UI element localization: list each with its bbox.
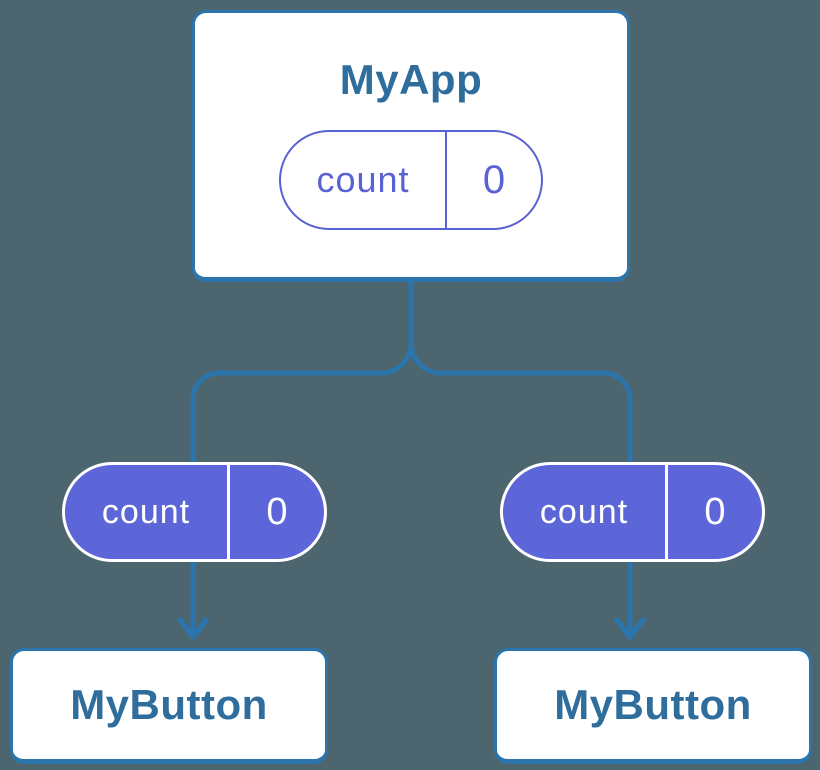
left-child-component-card: MyButton — [10, 648, 328, 764]
child-component-title: MyButton — [554, 681, 752, 728]
right-prop-pill: count 0 — [500, 462, 765, 562]
arrow-down-icon — [177, 617, 209, 640]
prop-name-label: count — [101, 492, 191, 531]
prop-value-label: 0 — [227, 465, 324, 559]
prop-name-label: count — [539, 492, 629, 531]
root-component-card: MyApp count 0 — [192, 10, 630, 282]
prop-name-label: count — [316, 159, 410, 200]
arrow-down-icon — [614, 617, 646, 640]
left-prop-pill: count 0 — [62, 462, 327, 562]
root-component-title: MyApp — [339, 56, 483, 103]
child-component-title: MyButton — [70, 681, 268, 728]
right-child-component-card: MyButton — [494, 648, 812, 764]
branch-right-line — [408, 340, 633, 634]
prop-value-label: 0 — [445, 132, 541, 228]
prop-value-label: 0 — [665, 465, 762, 559]
root-prop-pill: count 0 — [279, 130, 543, 230]
branch-left-line — [190, 340, 414, 634]
